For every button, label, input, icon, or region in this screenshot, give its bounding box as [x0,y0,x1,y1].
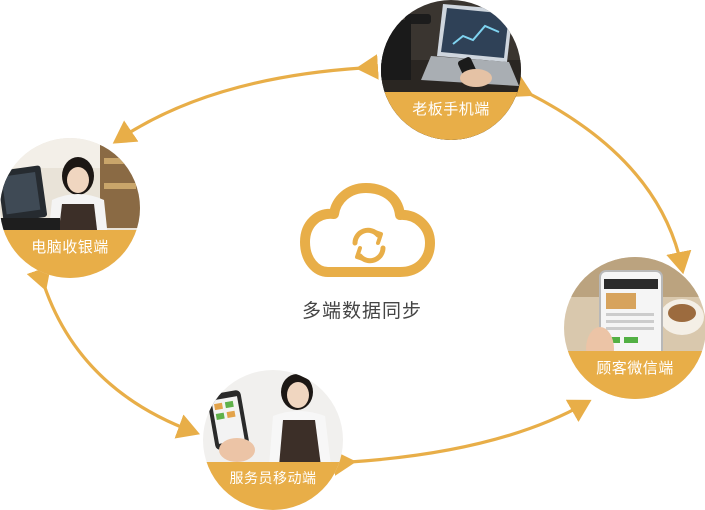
node-label: 电脑收银端 [0,230,140,278]
node-label: 服务员移动端 [203,462,343,510]
center-sync-label: 多端数据同步 [272,296,452,323]
arrow-waiter-wechat [350,403,586,462]
node-pos-desktop[interactable]: 电脑收银端 [0,138,140,278]
node-label: 老板手机端 [381,92,521,140]
node-customer-wechat[interactable]: 顾客微信端 [564,257,705,399]
arrow-pos-waiter [44,285,194,432]
cloud-sync-icon [305,188,430,272]
arrow-boss-pos [118,68,362,140]
arrow-boss-wechat [528,93,682,268]
node-label: 顾客微信端 [564,351,705,399]
node-waiter-mobile[interactable]: 服务员移动端 [203,370,343,510]
node-boss-mobile[interactable]: 老板手机端 [381,0,521,140]
